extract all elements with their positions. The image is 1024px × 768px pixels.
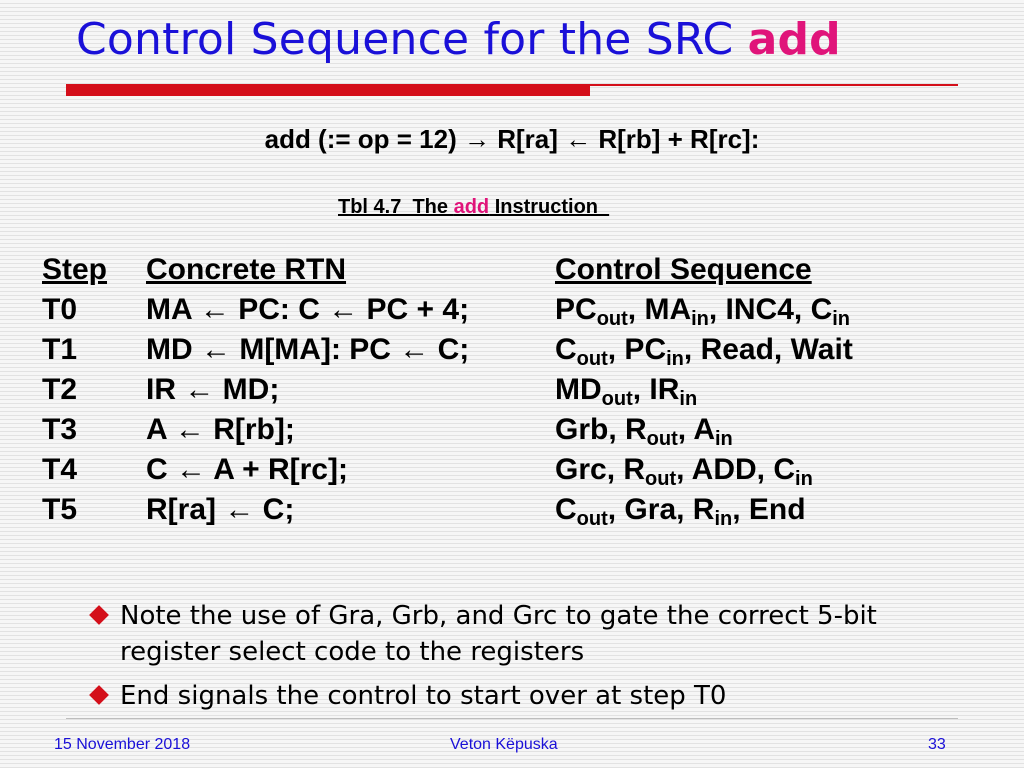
signal-text: , MA bbox=[627, 293, 692, 326]
signal-text: , INC4, C bbox=[708, 293, 833, 326]
signal-text: Grc, R bbox=[555, 453, 646, 486]
caption-prefix: Tbl 4.7 The bbox=[338, 196, 454, 218]
signal-text: , IR bbox=[632, 373, 680, 406]
signal-text: PC bbox=[555, 293, 597, 326]
footer-divider bbox=[66, 718, 958, 719]
signal-subscript: in bbox=[691, 308, 709, 330]
signal-text: C bbox=[555, 333, 577, 366]
signal-text: , End bbox=[732, 493, 806, 526]
footer-author: Veton Këpuska bbox=[450, 736, 558, 753]
signal-subscript: in bbox=[795, 468, 813, 490]
concrete-rtn-cell: C ← A + R[rc]; bbox=[146, 453, 348, 486]
signal-subscript: out bbox=[601, 388, 633, 410]
signal-subscript: in bbox=[715, 428, 733, 450]
concrete-rtn-cell: MA ← PC: C ← PC + 4; bbox=[146, 293, 470, 326]
concrete-rtn-cell: R[ra] ← C; bbox=[146, 493, 295, 526]
bullet-item: Note the use of Gra, Grb, and Grc to gat… bbox=[89, 598, 970, 670]
concrete-rtn-cell: IR ← MD; bbox=[146, 373, 280, 406]
step-cell: T1 bbox=[42, 333, 78, 366]
header-concrete-rtn: Concrete RTN bbox=[146, 253, 347, 286]
signal-text: Grb, R bbox=[555, 413, 647, 446]
title-text: Control Sequence for the SRC bbox=[76, 14, 748, 65]
control-sequence-cell: PCout, MAin, INC4, Cin bbox=[555, 290, 850, 330]
signal-subscript: out bbox=[576, 508, 608, 530]
control-sequence-cell: Grc, Rout, ADD, Cin bbox=[555, 450, 813, 490]
signal-subscript: in bbox=[679, 388, 698, 410]
concrete-rtn-cell: A ← R[rb]; bbox=[146, 413, 295, 446]
bullet-text: Note the use of Gra, Grb, and Grc to gat… bbox=[120, 601, 877, 667]
header-control-sequence: Control Sequence bbox=[555, 253, 812, 286]
bullet-list: Note the use of Gra, Grb, and Grc to gat… bbox=[89, 598, 970, 722]
step-cell: T2 bbox=[42, 373, 78, 406]
signal-subscript: out bbox=[645, 468, 677, 490]
signal-text: , A bbox=[677, 413, 715, 446]
signal-text: , ADD, C bbox=[676, 453, 796, 486]
signal-subscript: out bbox=[576, 348, 608, 370]
table-caption: Tbl 4.7 The add Instruction bbox=[338, 196, 609, 219]
signal-text: C bbox=[555, 493, 577, 526]
signal-subscript: in bbox=[666, 348, 684, 370]
footer-page-number: 33 bbox=[928, 736, 946, 753]
control-sequence-cell: MDout, IRin bbox=[555, 370, 697, 410]
step-cell: T3 bbox=[42, 413, 78, 446]
step-cell: T5 bbox=[42, 493, 78, 526]
signal-text: , Gra, R bbox=[607, 493, 715, 526]
signal-subscript: in bbox=[714, 508, 733, 530]
signal-text: , PC bbox=[607, 333, 667, 366]
title-accent-bar bbox=[66, 84, 590, 96]
title-accent-line bbox=[590, 84, 958, 86]
signal-subscript: out bbox=[646, 428, 678, 450]
bullet-text: End signals the control to start over at… bbox=[120, 681, 727, 711]
control-sequence-cell: Cout, PCin, Read, Wait bbox=[555, 330, 853, 370]
red-diamond-bullet-icon bbox=[89, 605, 109, 625]
concrete-rtn-cell: MD ← M[MA]: PC ← C; bbox=[146, 333, 470, 366]
signal-subscript: out bbox=[596, 308, 628, 330]
bullet-item: End signals the control to start over at… bbox=[89, 678, 970, 714]
signal-subscript: in bbox=[832, 308, 851, 330]
caption-keyword: add bbox=[453, 196, 490, 218]
signal-text: MD bbox=[555, 373, 602, 406]
signal-text: , Read, Wait bbox=[683, 333, 853, 366]
title-keyword: add bbox=[747, 14, 841, 65]
header-step: Step bbox=[42, 253, 108, 286]
control-sequence-cell: Grb, Rout, Ain bbox=[555, 410, 733, 450]
red-diamond-bullet-icon bbox=[89, 685, 109, 705]
step-cell: T4 bbox=[42, 453, 78, 486]
slide-title: Control Sequence for the SRC add bbox=[76, 14, 841, 65]
footer-date: 15 November 2018 bbox=[54, 736, 191, 753]
abstract-rtn: add (:= op = 12) → R[ra] ← R[rb] + R[rc]… bbox=[264, 124, 760, 154]
caption-suffix: Instruction bbox=[489, 196, 610, 218]
step-cell: T0 bbox=[42, 293, 78, 326]
control-sequence-cell: Cout, Gra, Rin, End bbox=[555, 490, 806, 530]
